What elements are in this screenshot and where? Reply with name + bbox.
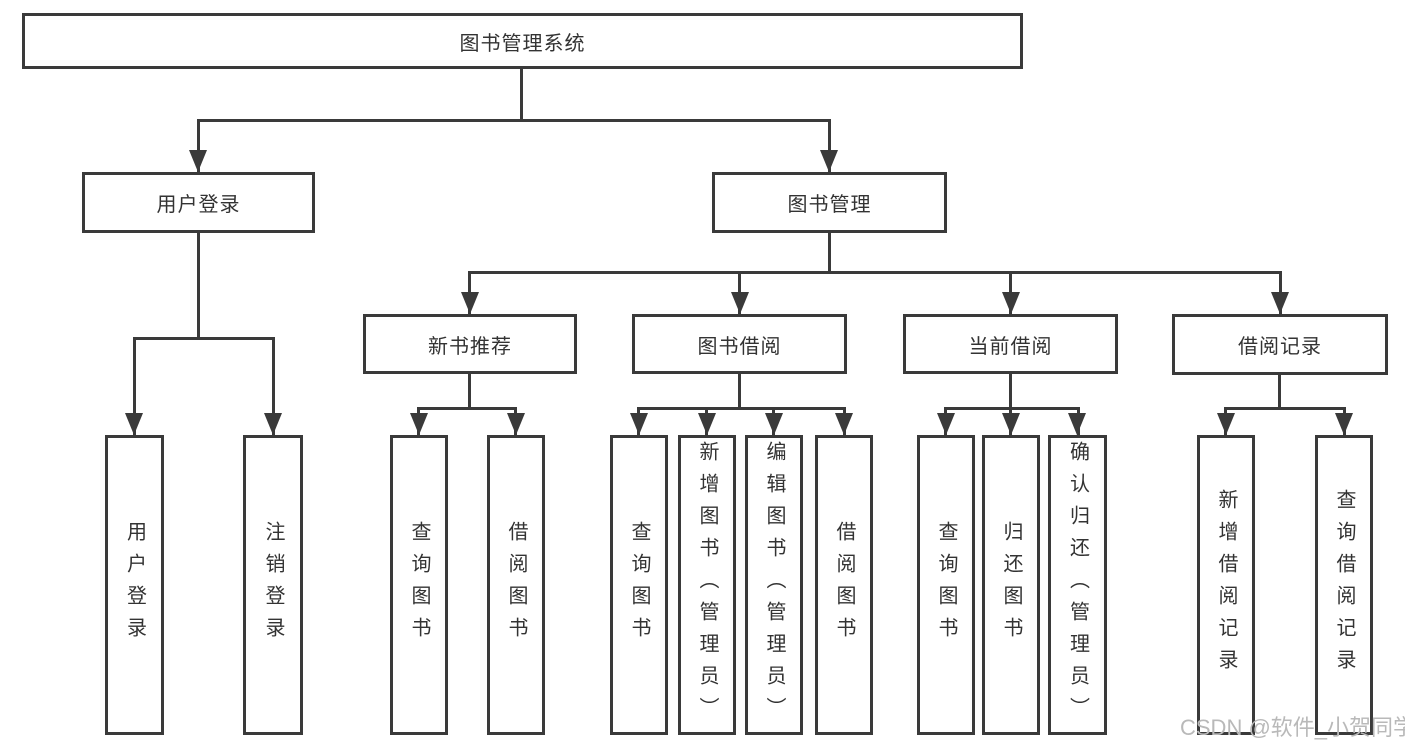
connector-current-borrow-stem [1009,374,1012,407]
node-root-label: 图书管理系统 [459,32,586,55]
arrowhead-book-borrow [731,292,749,314]
leaf-user-login-label: 用户登录 [123,521,146,649]
arrowhead-new-book-rec [461,292,479,314]
connector-user-login-stem [197,233,200,337]
leaf-return-books-label: 归还图书 [1000,521,1022,649]
connector-drop-user-login [197,119,200,172]
leaf-user-login: 用户登录 [105,435,164,735]
node-current-borrow: 当前借阅 [903,314,1118,374]
leaf-add-books-admin: 新增图书（管理员） [678,435,736,735]
arrowhead-user-login [189,150,207,172]
leaf-borrow-books-rec: 借阅图书 [487,435,545,735]
connector-new-book-rec-stem [468,374,471,407]
leaf-logout: 注销登录 [243,435,303,735]
arrowhead-confirm-return [1068,413,1086,435]
leaf-query-books-rec: 查询图书 [390,435,448,735]
arrowhead-edit-books-admin [765,413,783,435]
leaf-logout-label: 注销登录 [262,521,284,649]
connector-drop-leaf-user-login [133,337,136,435]
connector-root-stem [520,69,523,119]
arrowhead-add-borrow-record [1217,413,1235,435]
arrowhead-return-books [1002,413,1020,435]
connector-borrow-record-horizontal [1224,407,1346,410]
node-book-mgmt-label: 图书管理 [787,194,872,216]
leaf-query-books-borrow: 查询图书 [610,435,668,735]
leaf-edit-books-admin-label: 编辑图书（管理员） [763,441,785,729]
node-book-borrow: 图书借阅 [632,314,847,374]
connector-book-mgmt-stem [828,233,831,271]
leaf-confirm-return-admin: 确认归还（管理员） [1048,435,1107,735]
arrowhead-leaf-logout [264,413,282,435]
leaf-return-books: 归还图书 [982,435,1040,735]
arrowhead-borrow-books [835,413,853,435]
connector-drop-book-mgmt [828,119,831,172]
leaf-add-books-admin-label: 新增图书（管理员） [696,441,718,729]
leaf-query-borrow-record: 查询借阅记录 [1315,435,1373,735]
arrowhead-current-borrow [1002,292,1020,314]
node-book-borrow-label: 图书借阅 [697,335,782,358]
connector-current-borrow-horizontal [944,407,1080,410]
connector-l1-horizontal [197,119,831,122]
node-user-login: 用户登录 [82,172,315,233]
connector-borrow-record-stem [1278,374,1281,407]
connector-user-login-horizontal [133,337,275,340]
leaf-add-borrow-record: 新增借阅记录 [1197,435,1255,735]
leaf-add-borrow-record-label: 新增借阅记录 [1215,489,1237,681]
leaf-borrow-books-rec-label: 借阅图书 [505,521,527,649]
node-borrow-record-label: 借阅记录 [1238,336,1322,358]
node-new-book-rec-label: 新书推荐 [428,335,512,358]
leaf-borrow-books: 借阅图书 [815,435,873,735]
arrowhead-leaf-user-login [125,413,143,435]
arrowhead-borrow-books-rec [507,413,525,435]
node-root: 图书管理系统 [22,13,1023,69]
arrowhead-book-mgmt [820,150,838,172]
node-book-mgmt: 图书管理 [712,172,947,233]
arrowhead-query-books-rec [410,413,428,435]
node-current-borrow-label: 当前借阅 [968,335,1053,358]
leaf-confirm-return-admin-label: 确认归还（管理员） [1066,441,1089,729]
arrowhead-query-books-current [937,413,955,435]
node-new-book-rec: 新书推荐 [363,314,577,374]
connector-book-borrow-horizontal [637,407,846,410]
arrowhead-borrow-record [1271,292,1289,314]
leaf-query-books-current: 查询图书 [917,435,975,735]
leaf-query-books-current-label: 查询图书 [935,521,957,649]
connector-new-book-rec-horizontal [417,407,517,410]
leaf-edit-books-admin: 编辑图书（管理员） [745,435,803,735]
leaf-query-books-borrow-label: 查询图书 [628,521,650,649]
connector-l3-horizontal [468,271,1282,274]
arrowhead-query-borrow-record [1335,413,1353,435]
connector-book-borrow-stem [738,374,741,407]
arrowhead-add-books-admin [698,413,716,435]
connector-drop-leaf-logout [272,337,275,435]
node-user-login-label: 用户登录 [156,194,241,216]
arrowhead-query-books-borrow [630,413,648,435]
leaf-query-borrow-record-label: 查询借阅记录 [1333,489,1355,681]
csdn-watermark: CSDN @软件_小贺同学 [1180,715,1405,740]
node-borrow-record: 借阅记录 [1172,314,1388,375]
leaf-query-books-rec-label: 查询图书 [408,521,430,649]
leaf-borrow-books-label: 借阅图书 [833,521,855,649]
